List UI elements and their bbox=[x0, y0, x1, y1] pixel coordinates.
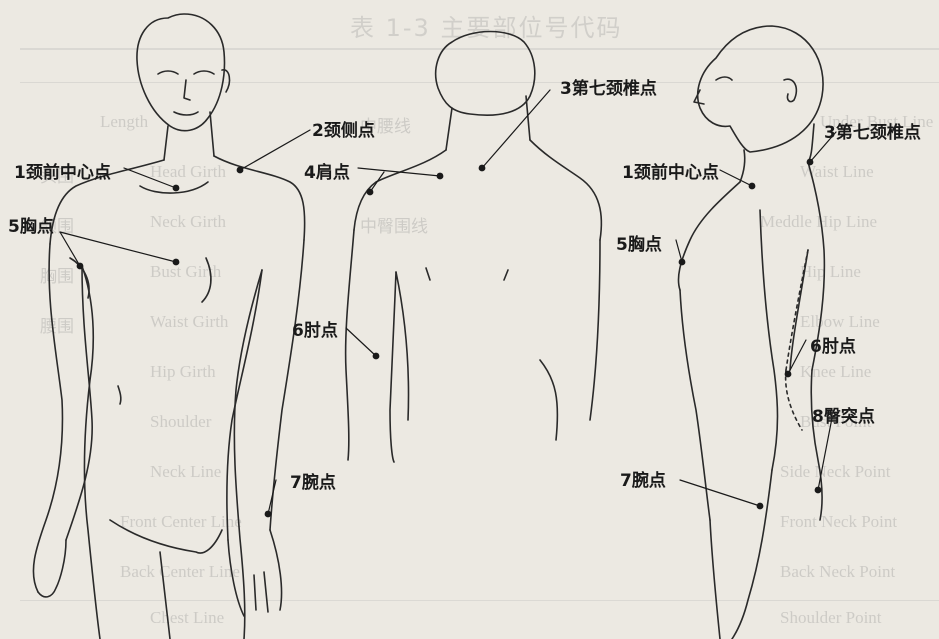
leader-line bbox=[240, 130, 310, 170]
seventh-cervical-point bbox=[479, 165, 486, 172]
front-view-figure bbox=[33, 14, 304, 639]
leader-line bbox=[60, 232, 80, 266]
leader-line bbox=[370, 172, 384, 192]
leader-line bbox=[818, 418, 832, 490]
label-bust-front: 5胸点 bbox=[8, 212, 54, 237]
elbow-point-side bbox=[785, 371, 792, 378]
side-neck-point bbox=[237, 167, 244, 174]
leader-line bbox=[346, 328, 376, 356]
label-front-center-neck-side: 1颈前中心点 bbox=[622, 158, 719, 183]
wrist-point bbox=[265, 511, 272, 518]
wrist-point-side bbox=[757, 503, 764, 510]
side-view-figure bbox=[678, 26, 824, 639]
seventh-cervical-point-side bbox=[807, 159, 814, 166]
bust-point-side bbox=[679, 259, 686, 266]
leader-line bbox=[720, 170, 752, 186]
label-bust-side: 5胸点 bbox=[616, 230, 662, 255]
label-shoulder: 4肩点 bbox=[304, 158, 350, 183]
hip-protrusion-point bbox=[815, 487, 822, 494]
leader-line bbox=[124, 168, 176, 188]
leader-line bbox=[680, 480, 760, 506]
shoulder-point bbox=[437, 173, 444, 180]
shoulder-point-back bbox=[367, 189, 374, 196]
leader-line bbox=[358, 168, 440, 176]
label-wrist-front: 7腕点 bbox=[290, 468, 336, 493]
leader-line bbox=[482, 90, 550, 168]
label-side-neck: 2颈侧点 bbox=[312, 116, 375, 141]
front-center-neck-point-side bbox=[749, 183, 756, 190]
label-elbow-side: 6肘点 bbox=[810, 332, 856, 357]
label-hip: 8臀突点 bbox=[812, 402, 875, 427]
bust-point-left bbox=[77, 263, 84, 270]
label-front-center-neck: 1颈前中心点 bbox=[14, 158, 111, 183]
elbow-point bbox=[373, 353, 380, 360]
front-center-neck-point bbox=[173, 185, 180, 192]
label-elbow-back: 6肘点 bbox=[292, 316, 338, 341]
leader-line bbox=[60, 232, 176, 262]
leader-line bbox=[676, 240, 682, 262]
bust-point-right bbox=[173, 259, 180, 266]
label-wrist-side: 7腕点 bbox=[620, 466, 666, 491]
label-seventh-cervical-side: 3第七颈椎点 bbox=[824, 118, 921, 143]
label-seventh-cervical-back: 3第七颈椎点 bbox=[560, 74, 657, 99]
